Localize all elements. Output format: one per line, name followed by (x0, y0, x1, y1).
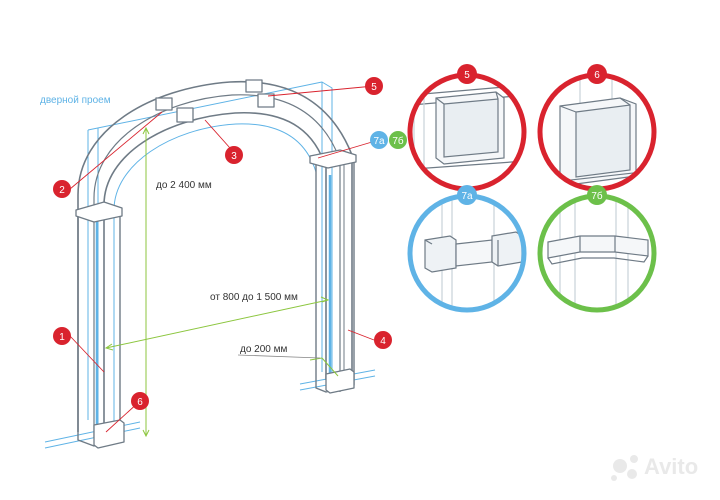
svg-text:7а: 7а (373, 136, 385, 147)
callout-badges: 1 2 3 4 5 6 7а 7б (53, 77, 407, 410)
callout-6: 6 (131, 392, 149, 410)
svg-text:5: 5 (464, 70, 470, 81)
bases (93, 368, 355, 449)
svg-text:7а: 7а (461, 191, 473, 202)
callout-7b: 7б (389, 131, 407, 149)
svg-text:7б: 7б (392, 135, 404, 147)
capitals (75, 149, 357, 223)
door-opening-outline (87, 81, 333, 430)
svg-text:6: 6 (137, 397, 143, 408)
callout-5: 5 (365, 77, 383, 95)
detail-7a: 7а (407, 185, 527, 313)
svg-text:3: 3 (231, 151, 237, 162)
svg-text:1: 1 (59, 332, 65, 343)
callout-3: 3 (225, 146, 243, 164)
arch-assembly (44, 79, 376, 449)
arch-joint-elements (155, 79, 275, 123)
svg-text:5: 5 (371, 82, 377, 93)
avito-watermark: Avito (611, 454, 698, 481)
depth-label: до 200 мм (240, 344, 288, 355)
svg-text:4: 4 (380, 336, 386, 347)
arch-inner (103, 112, 327, 425)
opening-label: дверной проем (40, 95, 111, 106)
svg-text:Avito: Avito (644, 454, 698, 479)
callout-7a: 7а (370, 131, 388, 149)
svg-text:7б: 7б (591, 190, 603, 202)
detail-6: 6 (537, 64, 657, 192)
callout-2: 2 (53, 180, 71, 198)
callout-1: 1 (53, 327, 71, 345)
detail-5: 5 (407, 64, 527, 192)
height-label: до 2 400 мм (156, 180, 212, 191)
svg-text:2: 2 (59, 185, 65, 196)
arch-outer (77, 80, 353, 432)
width-label: от 800 до 1 500 мм (210, 292, 298, 303)
callout-4: 4 (374, 331, 392, 349)
callout-leaders (69, 85, 375, 433)
dimension-lines (104, 126, 339, 438)
detail-7b: 7б (537, 185, 657, 313)
svg-text:6: 6 (594, 70, 600, 81)
depth-leader (237, 354, 321, 359)
